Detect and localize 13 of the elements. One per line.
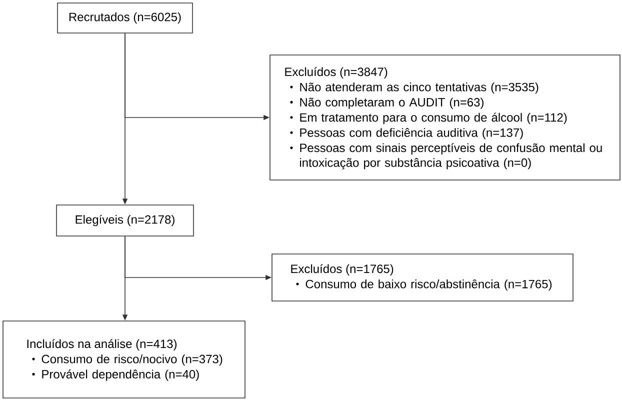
list-item: Pessoas com sinais perceptíveis de confusão mental ou intoxicação por substância psicoativa (n=0) — [300, 143, 602, 170]
list-item: Consumo de risco/nocivo (n=373) — [42, 354, 222, 366]
box-heading: Excluídos (n=3847) — [285, 67, 388, 78]
box-heading: Excluídos (n=1765) — [291, 264, 394, 276]
process-box: Recrutados (n=6025) — [57, 2, 193, 34]
list-item: Consumo de baixo risco/abstinência (n=1765) — [306, 279, 552, 291]
list-item: Provável dependência (n=40) — [42, 370, 199, 381]
process-box: Elegíveis (n=2178) — [56, 204, 194, 236]
list-item: Em tratamento para o consumo de álcool (n=112) — [300, 112, 567, 124]
list-item: Não completaram o AUDIT (n=63) — [300, 98, 484, 109]
list-item: Pessoas com deficiência auditiva (n=137) — [300, 128, 523, 140]
box-heading: Incluídos na análise (n=413) — [27, 339, 177, 350]
list-item: Não atenderam as cinco tentativas (n=3535) — [300, 82, 538, 94]
